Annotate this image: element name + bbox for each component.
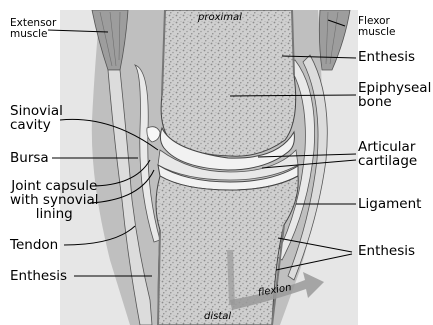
extensor-muscle-label: Extensor muscle bbox=[10, 18, 56, 40]
proximal-bone bbox=[161, 10, 296, 156]
enthesis-left-label: Enthesis bbox=[10, 269, 67, 283]
proximal-label: proximal bbox=[198, 13, 242, 24]
distal-label: distal bbox=[204, 312, 231, 323]
articular-cartilage-label: Articular cartilage bbox=[358, 140, 417, 168]
ligament-label: Ligament bbox=[358, 197, 421, 211]
enthesis-right-label: Enthesis bbox=[358, 244, 415, 258]
synovial-cavity-label: Sinovial cavity bbox=[10, 104, 63, 132]
bursa-label: Bursa bbox=[10, 151, 49, 165]
epiphyseal-bone-label: Epiphyseal bone bbox=[358, 81, 431, 109]
enthesis-top-label: Enthesis bbox=[358, 50, 415, 64]
joint-capsule-label: Joint capsule with synovial lining bbox=[10, 179, 99, 222]
flexor-muscle-label: Flexor muscle bbox=[358, 16, 396, 38]
tendon-label: Tendon bbox=[10, 238, 58, 252]
